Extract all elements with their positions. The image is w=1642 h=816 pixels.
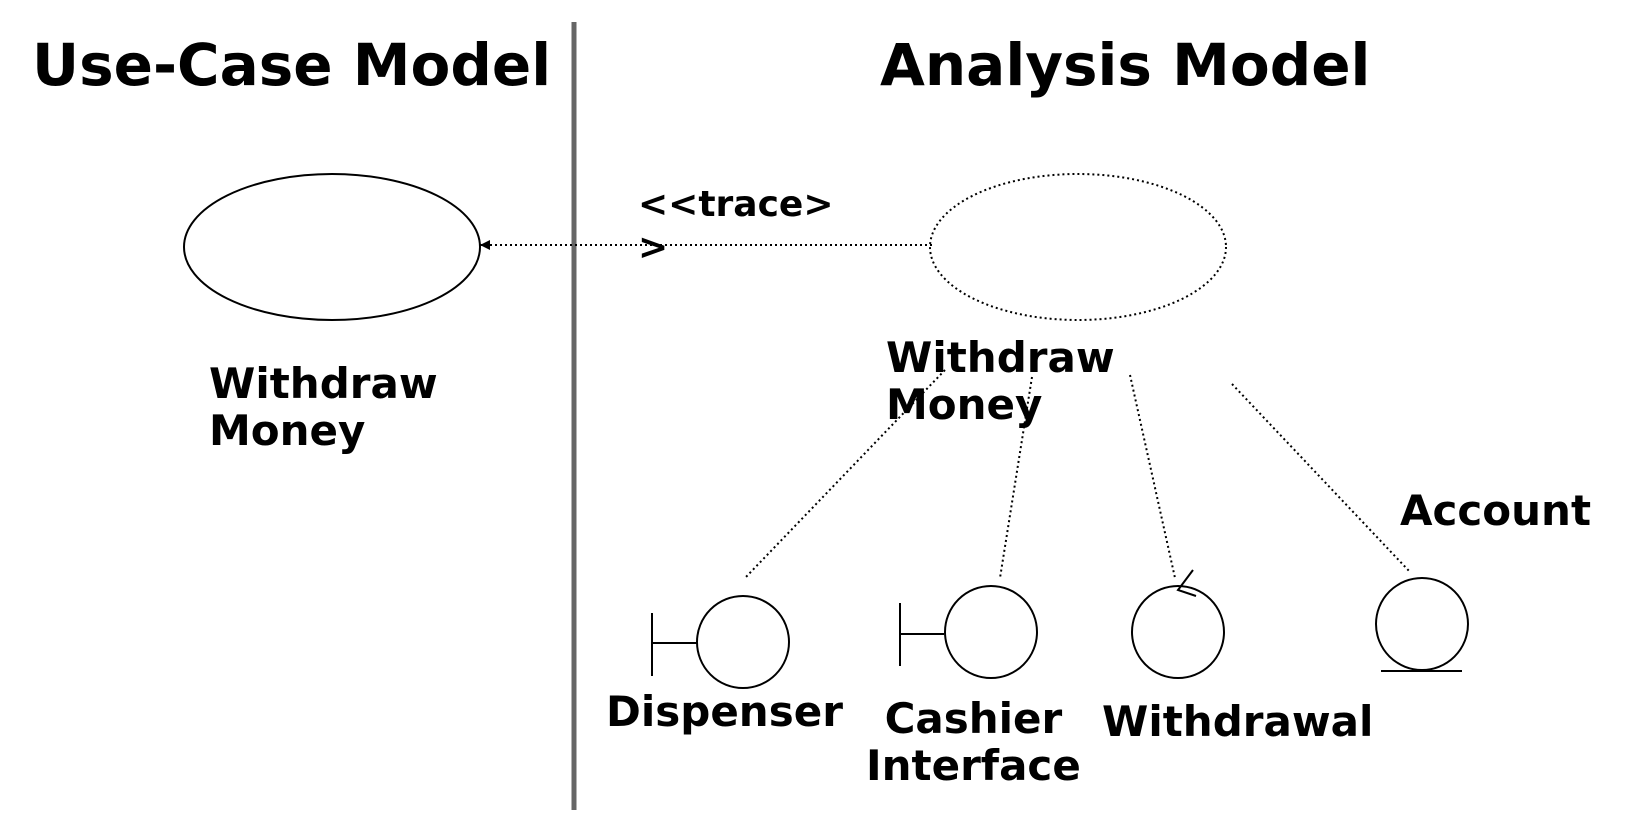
use-case-realization-ellipse[interactable]: [929, 173, 1227, 321]
boundary-class-icon[interactable]: [899, 585, 1038, 679]
link-to-withdrawal: [1129, 374, 1176, 579]
link-to-dispenser: [744, 369, 946, 579]
cashier-interface-label-line2: Interface: [866, 741, 1081, 791]
analysis-model-heading: Analysis Model: [880, 31, 1371, 99]
link-to-account: [1231, 383, 1411, 573]
trace-stereotype-line2: >: [638, 227, 669, 269]
use-case-realization-label-line1: Withdraw: [886, 333, 1115, 382]
use-case-label-line1: Withdraw: [209, 359, 438, 408]
cashier-interface-label-line1: Cashier: [884, 694, 1063, 743]
trace-stereotype-label: <<trace> >: [638, 183, 834, 269]
use-case-label-line2: Money: [209, 406, 366, 456]
withdrawal-label: Withdrawal: [1102, 697, 1374, 746]
use-case-ellipse[interactable]: [183, 173, 481, 321]
use-case-model-heading: Use-Case Model: [32, 31, 552, 99]
use-case-label: Withdraw Money: [209, 360, 438, 455]
entity-class-icon[interactable]: [1375, 577, 1469, 672]
cashier-interface-label: Cashier Interface: [866, 695, 1081, 790]
trace-stereotype-line1: <<trace>: [638, 184, 834, 225]
boundary-class-icon[interactable]: [651, 595, 790, 689]
use-case-realization-label-line2: Money: [886, 380, 1043, 430]
account-label: Account: [1400, 486, 1592, 535]
link-to-cashier-interface: [999, 376, 1033, 579]
control-class-icon[interactable]: [1131, 569, 1225, 679]
dispenser-label: Dispenser: [606, 687, 843, 736]
use-case-realization-label: Withdraw Money: [886, 334, 1115, 429]
